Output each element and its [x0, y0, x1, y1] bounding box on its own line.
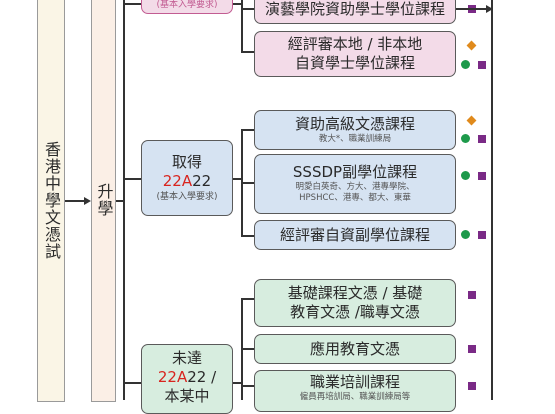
blue2-green-dot-icon [461, 171, 470, 180]
course-pink-2-line1: 經評審本地 / 非本地 [287, 35, 423, 54]
course-green-1-line2: 教育文憑 /職專文憑 [290, 303, 420, 321]
left-column: 香港中學文憑試 [37, 0, 65, 402]
pink1-arrowhead [486, 5, 493, 13]
course-blue-3-title: 經評審自資副學位課程 [279, 225, 430, 244]
green3-connector [241, 385, 255, 387]
course-green-3-sub: 僱員再培訓局、職業訓練局等 [299, 391, 411, 402]
pink1-connector [241, 8, 255, 10]
course-pink-2-line2: 自資學士學位課程 [294, 54, 415, 72]
middle-column: 升學 [91, 0, 116, 402]
course-blue-1: 資助高級文憑課程 教大*、職業訓練局 [254, 110, 456, 150]
course-blue-1-title: 資助高級文憑課程 [294, 114, 415, 133]
course-blue-2-sub1: 明愛白英奇、方大、港專學院、 [295, 181, 415, 192]
pink2-green-dot-icon [461, 60, 470, 69]
blue1-orange-diamond-icon [466, 115, 477, 126]
branch-top-note: (基本入學要求) [156, 0, 218, 10]
branch-mid-grade: 22A22 [163, 172, 211, 191]
branch-bottom-box: 未達 22A22 / 本某中 [141, 344, 233, 414]
blue3-purple-square-icon [478, 231, 486, 239]
green1-purple-square-icon [468, 291, 476, 299]
branch-bottom-grade: 22A22 / [158, 368, 216, 387]
middle-column-label: 升學 [94, 183, 114, 217]
blue1-connector [241, 129, 255, 131]
connector-left-middle [65, 200, 85, 202]
top-branch-to-trunk [233, 3, 242, 5]
course-green-2: 應用教育文憑 [254, 334, 456, 364]
left-column-label: 香港中學文憑試 [42, 140, 61, 260]
branch-bottom-line3: 本某中 [164, 386, 210, 405]
course-pink-2: 經評審本地 / 非本地 自資學士學位課程 [254, 31, 456, 77]
green1-connector [241, 298, 255, 300]
branch-mid-box: 取得 22A22 (基本入學要求) [141, 140, 233, 216]
blue1-purple-square-icon [478, 135, 486, 143]
pink1-out-line [456, 8, 490, 10]
branch-bottom-grade-red: 22A [157, 367, 188, 386]
pink2-orange-diamond-icon [466, 40, 477, 51]
main-trunk-line [123, 0, 125, 400]
course-blue-2-sub2: HPSHCC、港專、都大、東華 [299, 193, 411, 204]
course-pink-1-title: 演藝學院資助學士學位課程 [264, 0, 445, 18]
branch-bottom-connector [123, 382, 141, 384]
course-blue-2-title: SSSDP副學位課程 [292, 163, 418, 182]
pink2-connector [241, 51, 255, 53]
branch-bottom-title: 未達 [171, 349, 202, 367]
blue1-green-dot-icon [461, 134, 470, 143]
branch-top-connector [123, 3, 141, 5]
course-green-2-title: 應用教育文憑 [309, 339, 400, 358]
course-green-3: 職業培訓課程 僱員再培訓局、職業訓練局等 [254, 370, 456, 412]
green2-connector [241, 348, 255, 350]
mid-branch-to-trunk [233, 178, 242, 180]
branch-mid-grade-red: 22A [162, 171, 193, 190]
green2-purple-square-icon [468, 345, 476, 353]
course-green-1: 基礎課程文憑 / 基礎 教育文憑 /職專文憑 [254, 279, 456, 327]
blue2-connector [241, 182, 255, 184]
branch-mid-note: (基本入學要求) [156, 191, 218, 202]
arrowhead-left-middle [84, 197, 91, 205]
top-secondary-trunk [241, 0, 243, 52]
branch-mid-title: 取得 [171, 153, 202, 172]
course-green-3-title: 職業培訓課程 [309, 373, 400, 391]
course-blue-1-sub: 教大*、職業訓練局 [318, 133, 392, 144]
blue3-connector [241, 235, 255, 237]
right-edge-line [491, 0, 493, 400]
blue3-green-dot-icon [461, 230, 470, 239]
branch-bottom-grade-black: 22 / [187, 367, 217, 386]
course-blue-3: 經評審自資副學位課程 [254, 220, 456, 250]
course-green-1-line1: 基礎課程文憑 / 基礎 [287, 284, 423, 303]
course-pink-1: 演藝學院資助學士學位課程 [254, 0, 456, 24]
course-blue-2: SSSDP副學位課程 明愛白英奇、方大、港專學院、 HPSHCC、港專、都大、東… [254, 154, 456, 214]
branch-top-box: (基本入學要求) [141, 0, 233, 14]
blue2-purple-square-icon [478, 172, 486, 180]
branch-mid-connector [123, 178, 141, 180]
pink2-purple-square-icon [478, 61, 486, 69]
bottom-branch-to-trunk [233, 382, 242, 384]
branch-mid-grade-black: 22 [192, 171, 212, 190]
connector-middle-trunk [116, 200, 124, 202]
green3-purple-square-icon [468, 382, 476, 390]
